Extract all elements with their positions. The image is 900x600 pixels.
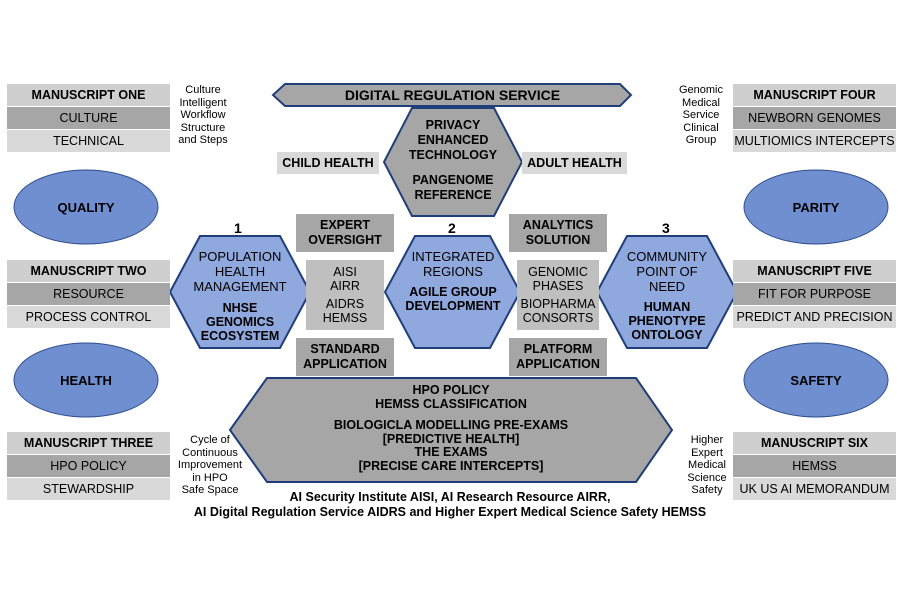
term-item: BIOPHARMA — [520, 297, 596, 311]
manuscript-one-item: CULTURE — [7, 107, 170, 129]
ellipse-parity-label: PARITY — [792, 199, 840, 215]
acronym-item: AISI — [333, 265, 357, 279]
hexagon-1-top: POPULATION HEALTH MANAGEMENT — [193, 249, 287, 294]
term-item: PHASES — [532, 279, 584, 293]
ellipse-health-label: HEALTH — [60, 372, 112, 388]
note-line: Structure — [180, 121, 226, 134]
bottom-hexagon-line: [PREDICTIVE HEALTH] — [382, 431, 520, 446]
term-item: CONSORTS — [522, 311, 594, 325]
note-line: Safety — [691, 484, 723, 496]
hexagon-2-top: INTEGRATED REGIONS — [411, 249, 495, 279]
bottom-hexagon-line: THE EXAMS — [414, 445, 488, 459]
platform-application-box: PLATFORM APPLICATION — [509, 338, 607, 376]
ellipse-safety-label: SAFETY — [790, 372, 842, 388]
ellipse-safety-shape — [743, 342, 889, 418]
bottom-hexagon-line: BIOLOGICLA MODELLING PRE-EXAMS — [333, 418, 569, 432]
manuscript-five-item: PREDICT AND PRECISION — [733, 306, 896, 328]
note-bottom-left: Cycle of Continuous Improvement in HPO S… — [170, 434, 250, 497]
banner-shape — [271, 83, 633, 107]
top-hexagon: PRIVACY ENHANCED TECHNOLOGY PANGENOME RE… — [400, 118, 506, 203]
expert-oversight-box: EXPERT OVERSIGHT — [296, 214, 394, 252]
note-line: Science — [687, 471, 727, 484]
child-health-label: CHILD HEALTH — [277, 152, 379, 174]
hexagon-3-bottom: HUMAN PHENOTYPE ONTOLOGY — [628, 300, 706, 342]
note-line: Safe Space — [181, 484, 239, 496]
note-line: Workflow — [180, 109, 226, 121]
terms-box: GENOMIC PHASES BIOPHARMA CONSORTS — [517, 260, 599, 330]
manuscript-six-item: UK US AI MEMORANDUM — [733, 478, 896, 500]
hexagon-3: COMMUNITY POINT OF NEED HUMAN PHENOTYPE … — [619, 249, 715, 342]
manuscript-three-title: MANUSCRIPT THREE — [7, 432, 170, 454]
note-bottom-right: Higher Expert Medical Science Safety — [676, 434, 738, 497]
adult-health-label: ADULT HEALTH — [522, 152, 627, 174]
note-line: Intelligent — [179, 96, 227, 109]
note-line: Service — [682, 109, 720, 121]
note-line: Continuous — [182, 446, 238, 459]
manuscript-five-item: FIT FOR PURPOSE — [733, 283, 896, 305]
note-line: Expert — [691, 446, 723, 459]
manuscript-six-item: HEMSS — [733, 455, 896, 477]
acronyms-box: AISI AIRR AIDRS HEMSS — [306, 260, 384, 330]
note-line: Medical — [682, 96, 720, 109]
manuscript-six-title: MANUSCRIPT SIX — [733, 432, 896, 454]
note-line: in HPO — [192, 471, 228, 484]
ellipse-health-shape — [13, 342, 159, 418]
footer-line: AI Digital Regulation Service AIDRS and … — [193, 505, 707, 519]
ellipse-quality-shape — [13, 169, 159, 245]
bottom-hexagon-line: [PRECISE CARE INTERCEPTS] — [358, 458, 544, 473]
manuscript-two-title: MANUSCRIPT TWO — [7, 260, 170, 282]
number-1: 1 — [234, 220, 242, 236]
hexagon-2-bottom: AGILE GROUP DEVELOPMENT — [405, 285, 501, 313]
bottom-hexagon-line: HEMSS CLASSIFICATION — [375, 396, 527, 411]
note-line: and Steps — [178, 134, 228, 146]
note-line: Improvement — [177, 459, 243, 471]
note-top-left: Culture Intelligent Workflow Structure a… — [172, 84, 234, 147]
bottom-hexagon-shape — [228, 377, 674, 483]
top-hexagon-subtitle: PANGENOME REFERENCE — [412, 173, 494, 202]
note-line: Culture — [185, 84, 221, 96]
manuscript-three-item: HPO POLICY — [7, 455, 170, 477]
ellipse-quality-label: QUALITY — [57, 199, 115, 215]
ellipse-parity-shape — [743, 169, 889, 245]
term-item: GENOMIC — [528, 265, 588, 279]
note-line: Group — [685, 134, 717, 146]
note-line: Cycle of — [190, 434, 230, 446]
manuscript-two-item: PROCESS CONTROL — [7, 306, 170, 328]
note-top-right: Genomic Medical Service Clinical Group — [670, 84, 732, 147]
note-line: Medical — [688, 459, 726, 471]
manuscript-four-item: NEWBORN GENOMES — [733, 107, 896, 129]
banner-title: DIGITAL REGULATION SERVICE — [344, 87, 561, 103]
number-3: 3 — [662, 220, 670, 236]
acronym-item: AIRR — [330, 279, 360, 293]
bottom-hexagon: HPO POLICY HEMSS CLASSIFICATION BIOLOGIC… — [290, 383, 612, 473]
note-line: Genomic — [678, 84, 724, 96]
hexagon-1: POPULATION HEALTH MANAGEMENT NHSE GENOMI… — [192, 249, 288, 343]
note-line: Clinical — [683, 121, 719, 134]
acronym-item: AIDRS — [325, 297, 365, 311]
footer-line: AI Security Institute AISI, AI Research … — [289, 490, 611, 504]
manuscript-four-title: MANUSCRIPT FOUR — [733, 84, 896, 106]
footer: AI Security Institute AISI, AI Research … — [170, 490, 730, 520]
hexagon-1-bottom: NHSE GENOMICS ECOSYSTEM — [200, 301, 280, 343]
manuscript-four-item: MULTIOMICS INTERCEPTS — [733, 130, 896, 152]
hexagon-2: INTEGRATED REGIONS AGILE GROUP DEVELOPME… — [404, 249, 502, 313]
manuscript-three-item: STEWARDSHIP — [7, 478, 170, 500]
note-line: Higher — [690, 434, 724, 446]
analytics-solution-box: ANALYTICS SOLUTION — [509, 214, 607, 252]
manuscript-five-title: MANUSCRIPT FIVE — [733, 260, 896, 282]
manuscript-one-title: MANUSCRIPT ONE — [7, 84, 170, 106]
standard-application-box: STANDARD APPLICATION — [296, 338, 394, 376]
number-2: 2 — [448, 220, 456, 236]
hexagon-3-top: COMMUNITY POINT OF NEED — [626, 249, 708, 294]
manuscript-two-item: RESOURCE — [7, 283, 170, 305]
manuscript-one-item: TECHNICAL — [7, 130, 170, 152]
bottom-hexagon-line: HPO POLICY — [412, 383, 490, 397]
top-hexagon-title: PRIVACY ENHANCED TECHNOLOGY — [408, 118, 498, 162]
acronym-item: HEMSS — [322, 311, 368, 325]
